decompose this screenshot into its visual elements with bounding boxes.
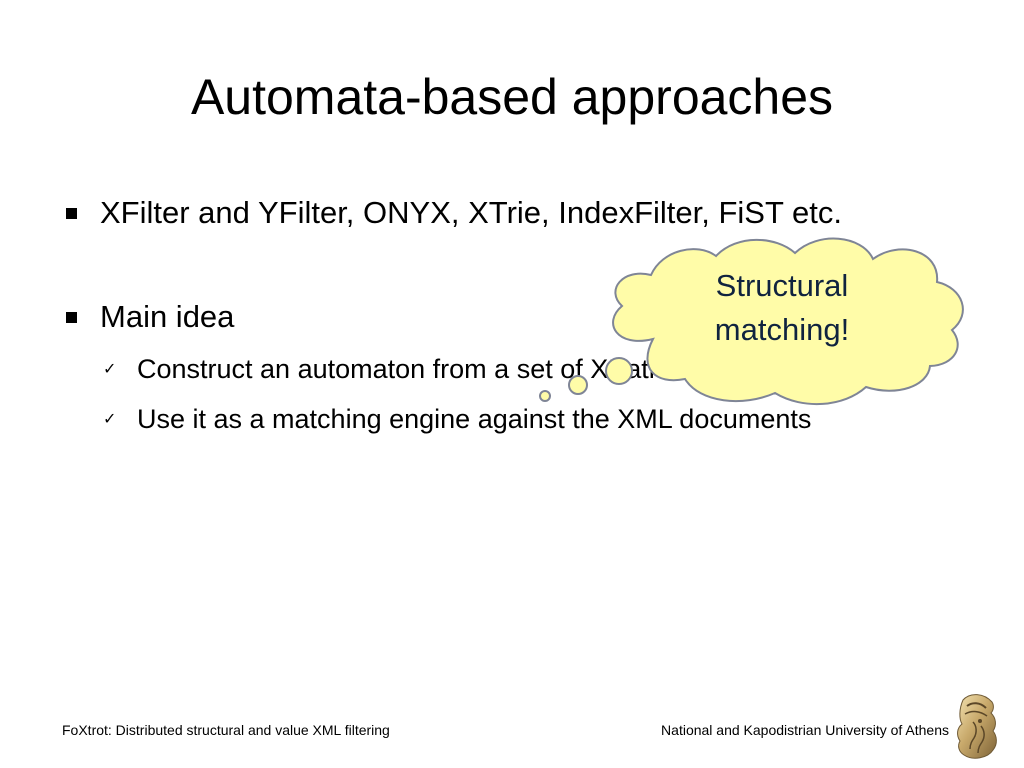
- sub-bullet-item: ✓ Use it as a matching engine against th…: [58, 398, 938, 440]
- athena-helmet-logo-icon: [957, 694, 997, 759]
- square-bullet-icon: [66, 312, 77, 323]
- footer-right-text: National and Kapodistrian University of …: [661, 722, 949, 738]
- bullet-item: Main idea: [58, 292, 938, 342]
- checkmark-icon: ✓: [103, 359, 117, 378]
- slide-title: Automata-based approaches: [190, 69, 834, 125]
- callout-text: Structural matching!: [655, 264, 909, 352]
- thought-bubble-callout: Structural matching!: [535, 228, 980, 408]
- footer-left-text: FoXtrot: Distributed structural and valu…: [62, 722, 390, 738]
- bullet-item: XFilter and YFilter, ONYX, XTrie, IndexF…: [58, 188, 938, 238]
- bullet-text: Main idea: [100, 299, 235, 334]
- checkmark-icon: ✓: [103, 409, 117, 428]
- square-bullet-icon: [66, 208, 77, 219]
- callout-line-1: Structural: [715, 268, 849, 303]
- sub-bullet-text: Use it as a matching engine against the …: [137, 404, 812, 434]
- callout-line-2: matching!: [714, 312, 850, 347]
- thought-cloud-icon: [539, 237, 964, 406]
- bullet-text: XFilter and YFilter, ONYX, XTrie, IndexF…: [100, 195, 842, 230]
